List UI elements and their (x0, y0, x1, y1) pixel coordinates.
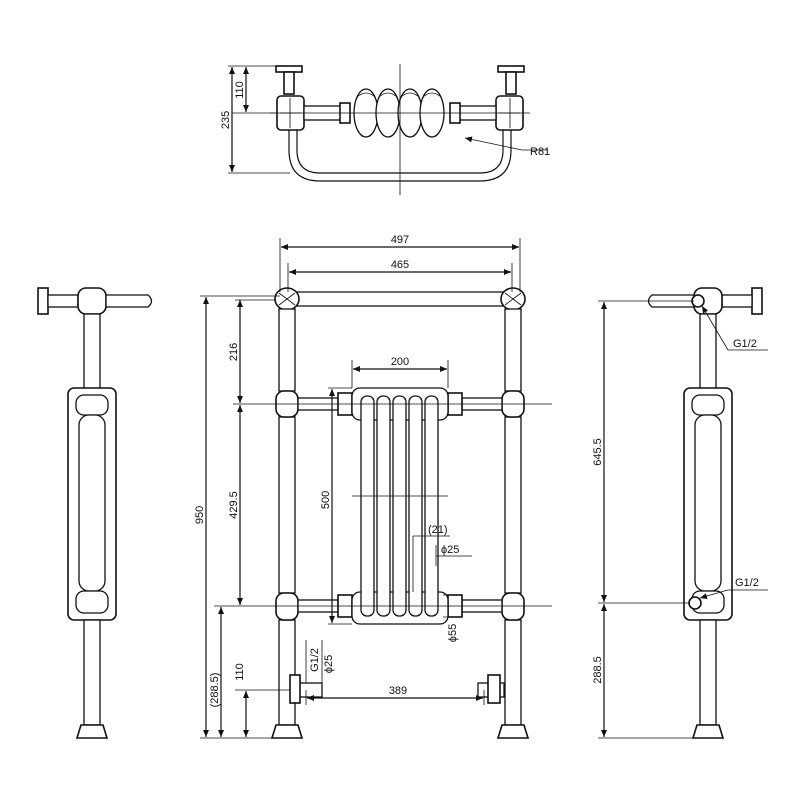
dim-thread-top: G1/2 (733, 338, 757, 350)
dim-depth-wall: 110 (234, 81, 246, 99)
dim-bottom-rail-height: (288.5) (209, 673, 221, 708)
dim-overall-width: 497 (391, 234, 409, 246)
dim-hub-dia: ϕ55 (447, 624, 459, 642)
radiator-columns (351, 387, 449, 625)
left-side-view (37, 287, 153, 739)
dim-thread-bottom: G1/2 (735, 577, 759, 589)
dim-rail-width: 465 (391, 259, 409, 271)
dim-upper-height: 645.5 (592, 438, 604, 466)
front-view: 497 465 200 950 216 429.5 500 (288.5) (194, 234, 552, 739)
top-view: 235 110 R81 (220, 64, 550, 195)
dim-column-width: 200 (391, 356, 409, 368)
dim-panel-height: 500 (320, 491, 332, 509)
dim-depth-total: 235 (220, 111, 232, 129)
right-side-view: 645.5 288.5 G1/2 G1/2 (592, 287, 768, 739)
dim-column-dia: ϕ25 (441, 544, 459, 556)
dim-middle-gap: 429.5 (228, 491, 240, 519)
dim-radius: R81 (530, 146, 550, 158)
dim-pipe-centres: 389 (389, 685, 407, 697)
dim-tube-note: (21) (428, 524, 448, 536)
dim-top-offset: 216 (228, 343, 240, 361)
dim-valve-thread: G1/2 (309, 648, 321, 672)
dim-overall-height: 950 (194, 506, 206, 524)
dim-lower-height: 288.5 (592, 656, 604, 684)
dim-valve-dia: ϕ25 (323, 655, 335, 673)
dim-pipe-height: 110 (234, 663, 246, 681)
